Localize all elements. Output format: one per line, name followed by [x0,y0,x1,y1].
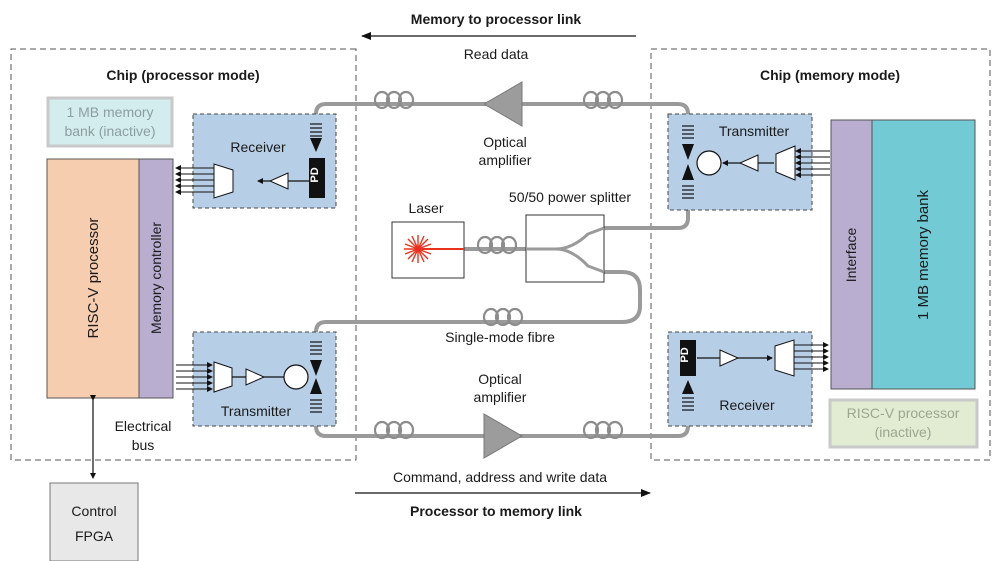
inactive-proc-line1: RISC-V processor [847,405,960,421]
left-receiver-grating [310,123,322,137]
left-transmitter-coupler-icon [310,360,322,394]
optical-amplifier-bottom [483,413,523,459]
memory-bank-block [871,119,976,390]
coil-bottom-right [582,420,624,440]
left-receiver-amp-icon [268,172,289,190]
right-transmitter-amp-icon [738,154,759,172]
right-transmitter-gratings [682,125,694,199]
laser-starburst-icon [404,235,464,263]
fpga-line2: FPGA [75,528,114,544]
coil-top-left [373,90,415,110]
amp-top-label-1: Optical [483,134,527,150]
right-transmitter-bus-arrows [795,148,830,178]
optical-amplifier-top [483,81,523,127]
left-chip-title: Chip (processor mode) [106,67,259,83]
left-transmitter-label: Transmitter [221,403,292,419]
interface-label: Interface [843,228,859,283]
right-chip-title: Chip (memory mode) [760,67,900,83]
control-fpga-box [49,482,139,561]
bottom-link-title: Processor to memory link [410,503,582,519]
left-transmitter-amp-icon [245,368,266,386]
inactive-proc-line2: (inactive) [875,424,932,440]
right-receiver-grating [682,397,694,411]
inactive-bank-line1: 1 MB memory [66,104,153,120]
left-transmitter-modulator-icon [283,364,309,390]
inactive-memory-bank [46,96,174,148]
top-link-sub: Read data [464,46,529,62]
top-link-title: Memory to processor link [411,11,582,27]
fpga-line1: Control [71,503,116,519]
splitter-waveguide [526,226,605,274]
processor-label: RISC-V processor [85,218,102,339]
amp-top-label-2: amplifier [479,152,532,168]
right-chip-boundary [650,48,991,461]
right-receiver-amp-icon [719,349,740,367]
right-transmitter-modulator-icon [696,150,722,176]
right-transmitter-coupler-icon [682,144,694,180]
splitter-label: 50/50 power splitter [509,189,632,205]
left-transmitter-bus-arrows [176,362,213,392]
memory-controller [138,158,174,399]
right-receiver-up-arrow [682,380,694,394]
bottom-link-sub: Command, address and write data [393,469,607,485]
fibre-coils [373,90,624,440]
electrical-bus-line2: bus [132,437,155,453]
left-receiver-deserializer-icon [213,163,234,199]
inactive-bank-line2: bank (inactive) [64,123,155,139]
left-receiver-label: Receiver [230,139,286,155]
right-receiver-pd [680,340,696,376]
interface-block [830,119,873,390]
fibre-label: Single-mode fibre [445,329,555,345]
left-receiver-bus-arrows [175,165,214,195]
left-receiver-pd [309,158,325,198]
laser-label: Laser [408,200,443,216]
left-receiver-pd-label: PD [309,167,321,182]
coil-laser [476,235,518,255]
amp-bottom-label-2: amplifier [474,389,527,405]
coil-bottom-left [373,420,415,440]
coil-top-right [582,90,624,110]
inactive-processor [828,398,979,449]
right-receiver-bus-arrows [794,342,829,372]
left-transmitter-gratings [310,341,322,413]
memory-bank-label: 1 MB memory bank [915,189,932,320]
right-transmitter-label: Transmitter [719,123,790,139]
coil-middle [482,307,524,327]
right-receiver-deserializer-icon [774,339,795,377]
left-chip-boundary [10,48,357,461]
right-receiver-label: Receiver [719,397,775,413]
electrical-bus-line1: Electrical [115,418,172,434]
right-receiver-pd-label: PD [679,347,691,362]
amp-bottom-label-1: Optical [478,371,522,387]
controller-label: Memory controller [148,222,164,334]
left-transmitter-serializer-icon [213,361,233,393]
left-receiver-down-arrow [310,138,322,152]
